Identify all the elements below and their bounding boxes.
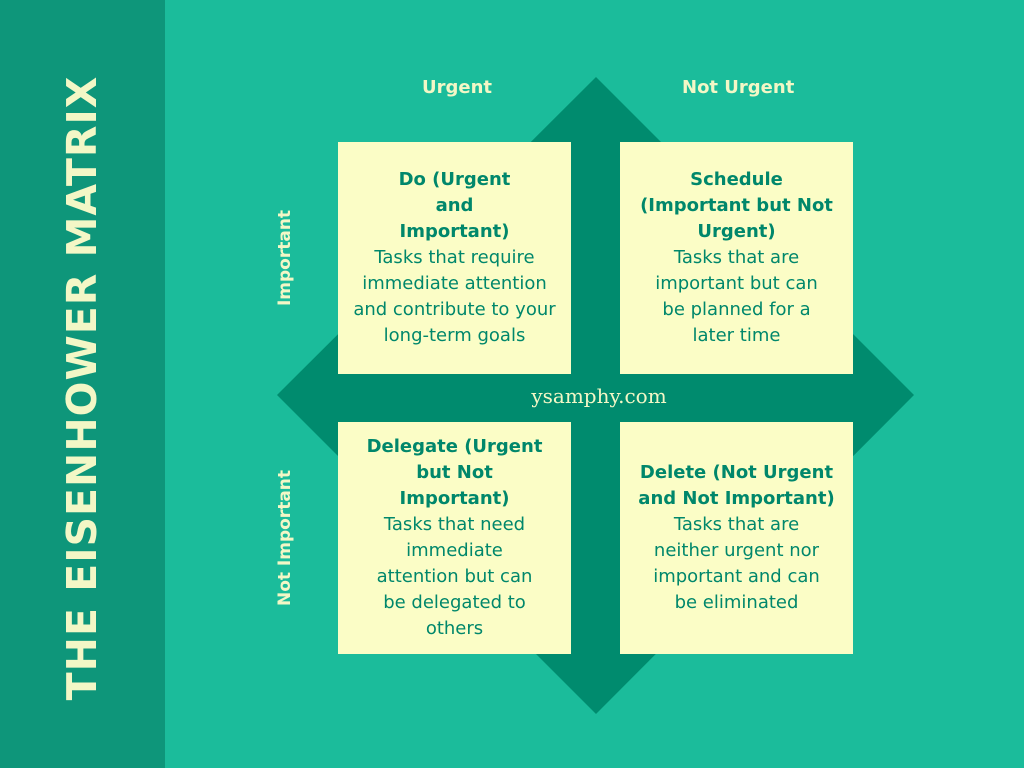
quadrant-heading: Do (Urgent and Important) [398,169,511,242]
quadrant-delete: Delete (Not Urgent and Not Important) Ta… [620,422,853,654]
quadrant-heading: Delete (Not Urgent and Not Important) [638,462,835,509]
axis-label-urgent: Urgent [422,77,493,98]
quadrant-delegate: Delegate (Urgent but Not Important) Task… [338,422,571,654]
sidebar: THE EISENHOWER MATRIX [0,0,165,768]
quadrant-text: Tasks that need immediate attention but … [376,514,533,639]
quadrant-text: Tasks that are important but can be plan… [655,247,818,346]
axis-label-not-important: Not Important [275,469,295,607]
quadrant-text: Tasks that are neither urgent nor import… [653,514,820,613]
axis-label-not-urgent: Not Urgent [682,77,795,98]
axis-label-important: Important [275,209,295,307]
quadrant-text: Tasks that require immediate attention a… [353,247,556,346]
quadrant-heading: Delegate (Urgent but Not Important) [366,436,543,509]
quadrant-schedule: Schedule (Important but Not Urgent) Task… [620,142,853,374]
watermark: ysamphy.com [531,384,667,408]
quadrant-heading: Schedule (Important but Not Urgent) [640,169,833,242]
quadrant-do: Do (Urgent and Important) Tasks that req… [338,142,571,374]
